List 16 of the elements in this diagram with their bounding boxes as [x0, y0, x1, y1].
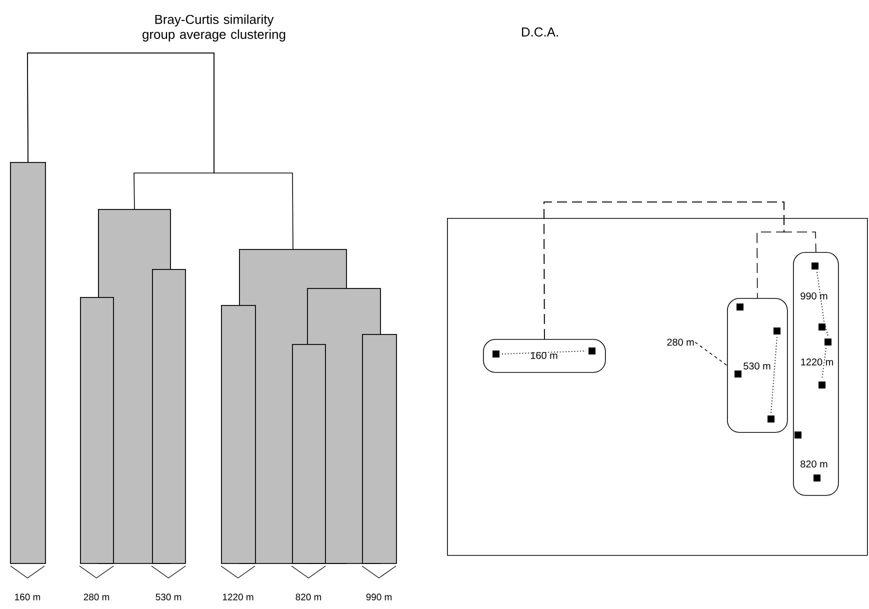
- site-label: 280 m: [84, 594, 110, 600]
- panel-heading: D.C.A.: [522, 27, 558, 37]
- site-label: 990 m: [366, 594, 392, 600]
- point-label: 530 m: [742, 362, 772, 370]
- leader-line: [694, 342, 728, 366]
- point-label: 160 m: [530, 351, 558, 360]
- point-label: 820 m: [800, 460, 828, 468]
- point-label: 990 m: [800, 292, 828, 300]
- dendrogram-link: [27, 52, 294, 250]
- point-label: 1220 m: [800, 358, 834, 366]
- site-label: 160 m: [15, 594, 40, 600]
- site-label: 820 m: [296, 594, 322, 600]
- site-label: 530 m: [156, 594, 182, 600]
- point-label: 280 m: [667, 338, 694, 346]
- site-label: 1220 m: [222, 594, 254, 600]
- panel-heading: Bray-Curtis similarity group average clustering: [142, 14, 286, 42]
